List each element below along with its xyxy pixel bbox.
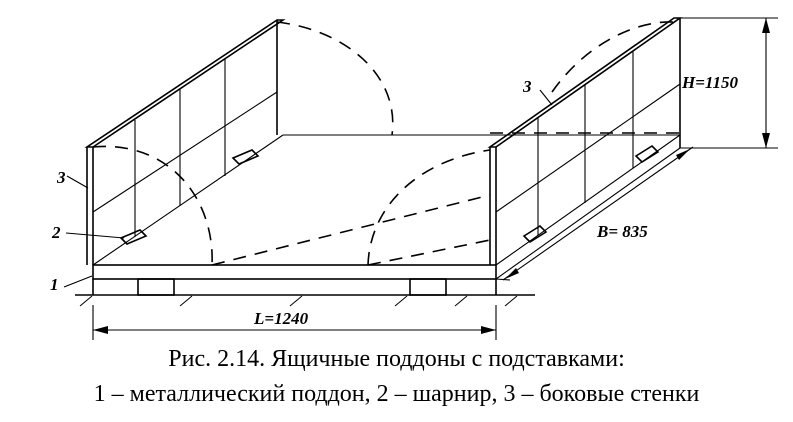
hinges: [119, 144, 660, 245]
dimension-width: [495, 146, 694, 281]
label-height: H=1150: [681, 73, 738, 92]
label-1: 1: [50, 275, 59, 294]
ground: [75, 294, 535, 307]
metal-pallet: [92, 134, 681, 295]
caption-legend: 1 – металлический поддон, 2 – шарнир, 3 …: [93, 381, 700, 407]
dimension-length: [92, 305, 497, 340]
support-feet: [137, 278, 447, 296]
right-side-wall: [487, 17, 683, 265]
left-side-wall: [84, 19, 286, 265]
dimension-height: [680, 17, 778, 149]
label-2: 2: [51, 223, 61, 242]
leader-lines: [63, 89, 553, 288]
label-width: B= 835: [596, 222, 648, 241]
label-3-left: 3: [56, 168, 66, 187]
label-length: L=1240: [253, 309, 309, 328]
swing-arcs: [92, 21, 680, 266]
label-3-right: 3: [522, 77, 532, 96]
pallet-diagram: 1 2 3 3 L=1240 B= 835 H=1150: [50, 17, 778, 340]
caption-title: Рис. 2.14. Ящичные поддоны с подставками…: [168, 346, 625, 372]
